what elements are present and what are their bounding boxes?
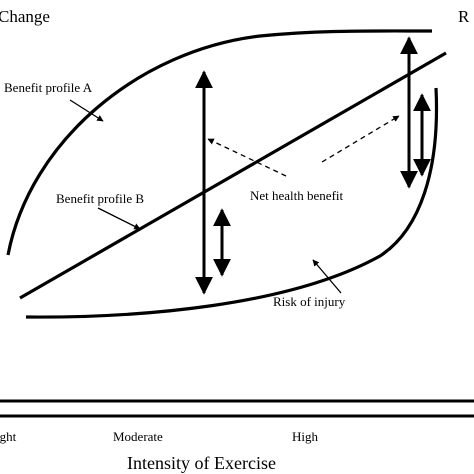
y-axis-left-fragment: Change bbox=[0, 7, 50, 26]
y-axis-right-fragment: R bbox=[458, 7, 470, 26]
benefit-profile-a-label: Benefit profile A bbox=[4, 80, 93, 95]
risk-of-injury-label: Risk of injury bbox=[273, 294, 346, 309]
x-tick-light: ight bbox=[0, 429, 17, 444]
net-benefit-pointer-right bbox=[321, 115, 400, 163]
benefit-a-leader-arrow bbox=[69, 99, 104, 122]
x-tick-high: High bbox=[292, 429, 319, 444]
benefit-b-leader-arrow bbox=[97, 207, 141, 230]
x-tick-moderate: Moderate bbox=[113, 429, 163, 444]
risk-leader-arrow bbox=[312, 259, 342, 294]
net-benefit-pointer-left bbox=[207, 138, 287, 177]
benefit-profile-a-curve bbox=[6, 29, 433, 256]
net-health-benefit-label: Net health benefit bbox=[250, 188, 344, 203]
benefit-profile-b-label: Benefit profile B bbox=[56, 191, 144, 206]
x-axis-title: Intensity of Exercise bbox=[127, 453, 276, 473]
benefit-profile-b-line bbox=[19, 51, 447, 300]
